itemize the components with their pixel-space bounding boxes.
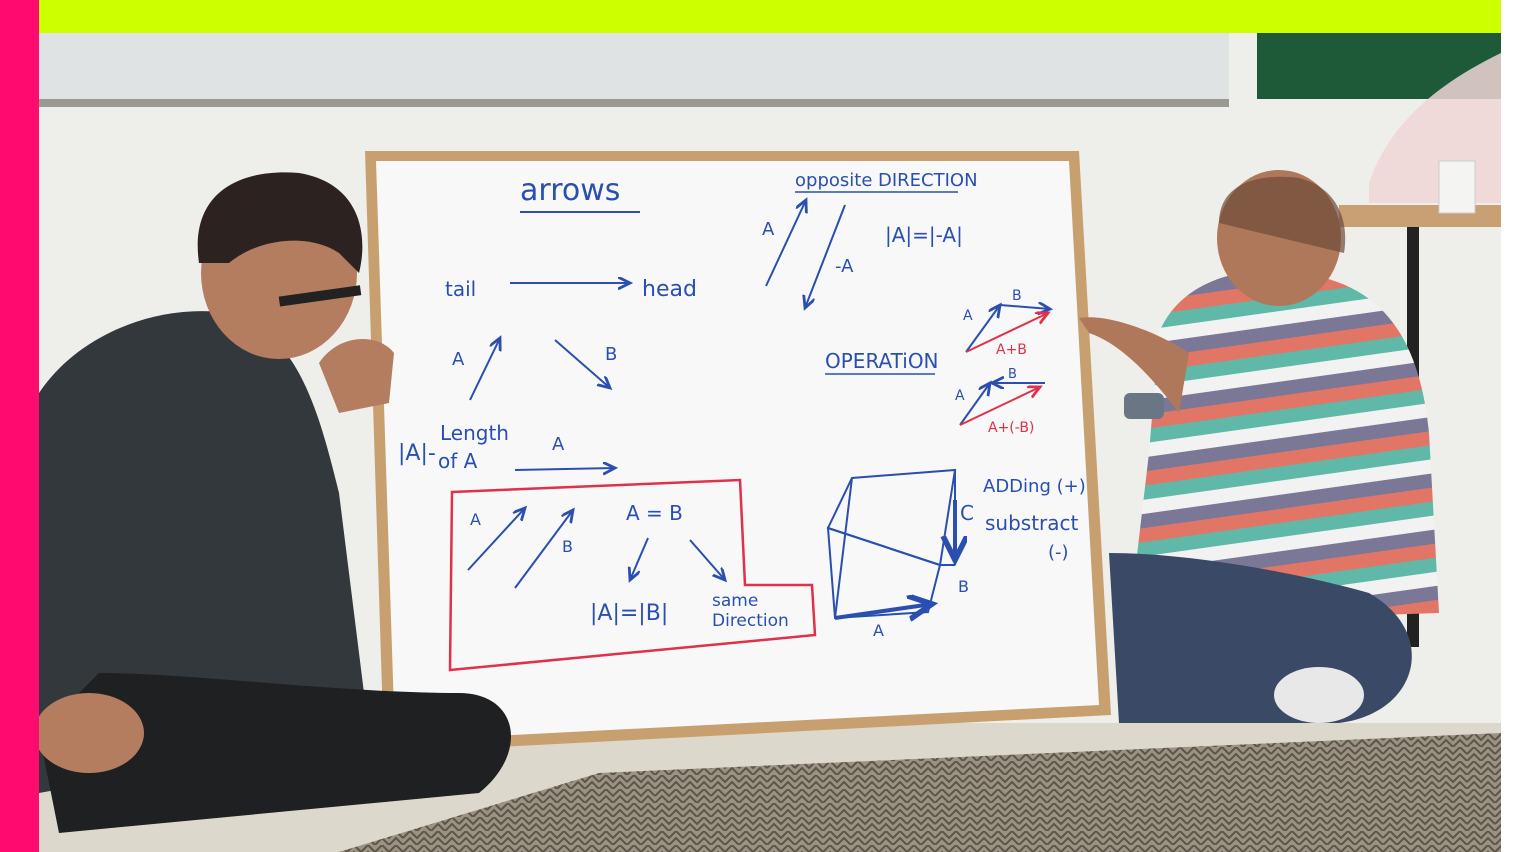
- label-vec-b-1: B: [605, 344, 617, 365]
- wall-board-ledge: [39, 99, 1229, 107]
- person-left: [39, 172, 512, 833]
- label-equal-magnitude: |A|=|B|: [590, 601, 668, 626]
- label-length-word: Length: [440, 421, 509, 445]
- label-direction-caps: DIRECTION: [878, 170, 978, 191]
- label-direction: Direction: [712, 611, 789, 631]
- label-magnitude-eq: |A|=|-A|: [885, 223, 963, 247]
- label-op-a-2: A: [955, 388, 965, 404]
- label-vec-a-3: A: [470, 510, 481, 529]
- label-cube-c: C: [960, 501, 974, 525]
- label-minus: (-): [1048, 542, 1069, 563]
- label-cube-b: B: [958, 577, 969, 596]
- label-length-abs: |A|-: [398, 441, 436, 466]
- label-length-of: of A: [438, 449, 478, 473]
- yellow-border-top: [39, 0, 1501, 33]
- label-op-b-2: B: [1008, 367, 1017, 382]
- paper-cup: [1438, 160, 1476, 214]
- label-vec-a-opp: A: [762, 219, 775, 240]
- label-vec-b-2: B: [562, 537, 573, 556]
- label-a-equals-b: A = B: [626, 501, 683, 525]
- label-same: same: [712, 591, 758, 611]
- white-border-right: [1501, 0, 1527, 852]
- label-diff: A+(-B): [988, 420, 1034, 436]
- label-head: head: [642, 277, 697, 302]
- rug: [339, 733, 1501, 852]
- desk-top: [1339, 205, 1501, 227]
- label-tail: tail: [445, 277, 476, 301]
- label-neg-a: -A: [835, 256, 854, 277]
- scene-illustration: arrows tail head A B |A|- Length of A A …: [39, 33, 1501, 852]
- label-vec-a-1: A: [452, 349, 465, 370]
- photo-scene: arrows tail head A B |A|- Length of A A …: [39, 33, 1501, 852]
- label-vec-a-2: A: [552, 434, 565, 455]
- magenta-border-left: [0, 0, 39, 852]
- label-adding: ADDing (+): [983, 476, 1086, 497]
- label-cube-a: A: [873, 621, 884, 640]
- person-right: [1079, 170, 1439, 723]
- label-substract: substract: [985, 511, 1079, 535]
- label-op-b: B: [1012, 288, 1022, 304]
- whiteboard-content: arrows tail head A B |A|- Length of A A …: [398, 170, 1086, 672]
- label-op-a: A: [963, 308, 973, 324]
- label-opposite: opposite: [795, 170, 872, 191]
- board-title: arrows: [520, 173, 620, 208]
- label-operation: OPERATiON: [825, 349, 939, 373]
- label-sum: A+B: [996, 342, 1027, 358]
- wall-board: [39, 33, 1229, 103]
